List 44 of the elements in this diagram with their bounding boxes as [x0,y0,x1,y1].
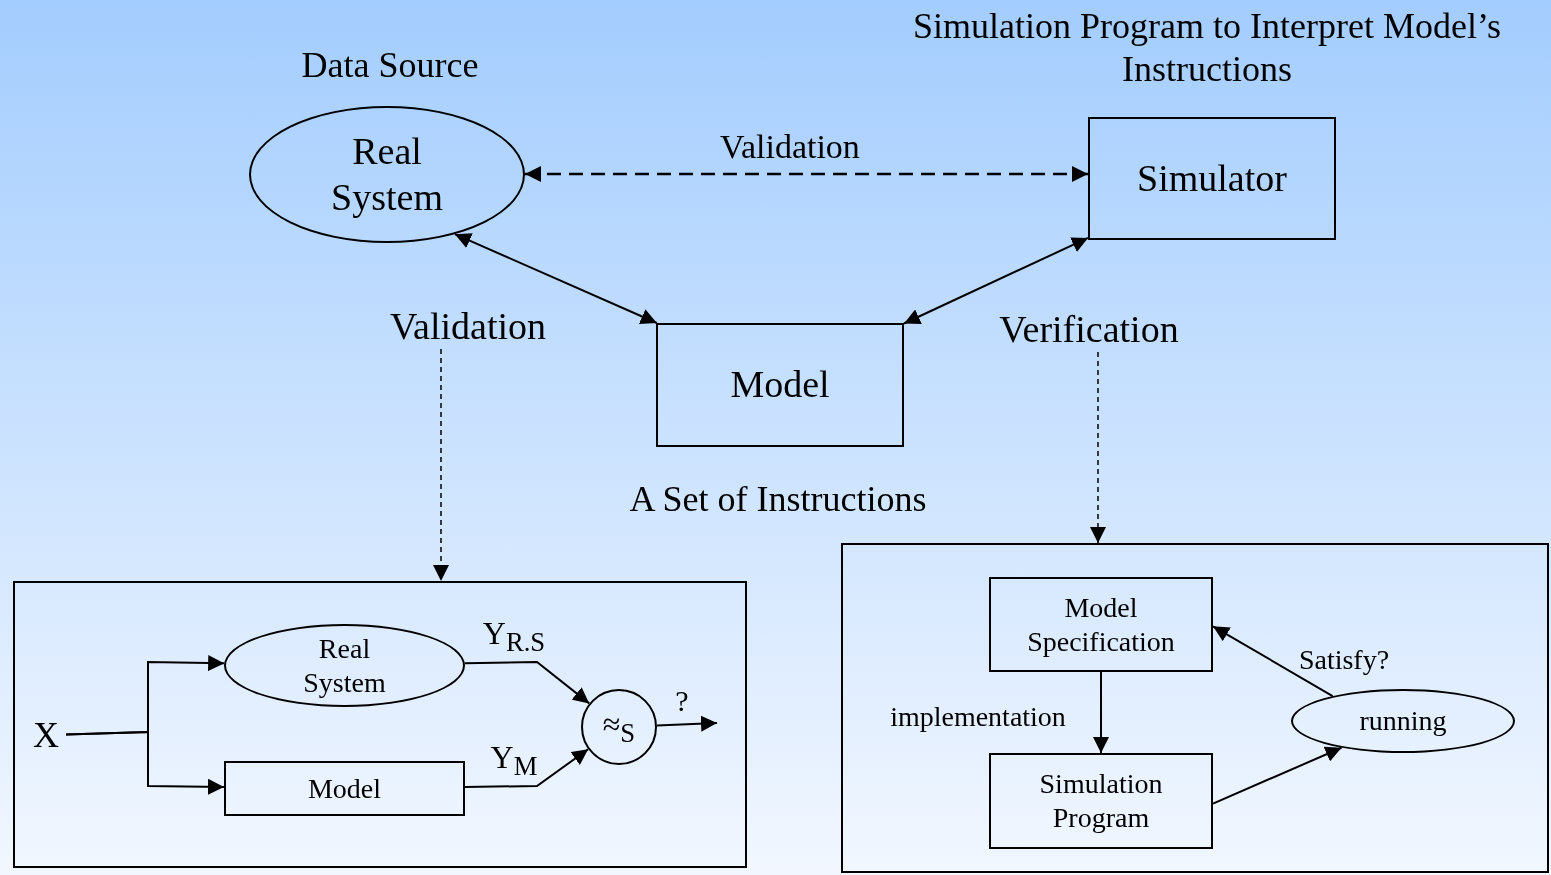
node-label: X [26,714,66,756]
arrow [1212,625,1334,698]
arrow [655,715,718,732]
arrow [903,236,1089,325]
node-text: Model [730,362,830,408]
edge-label: implementation [889,700,1067,734]
arrow [525,166,1088,182]
node-text: Simulator [1137,155,1287,201]
ellipse-node [1291,689,1515,753]
edge-label: Y$_{R.S}$ [481,614,547,659]
arrow [464,748,590,788]
edge-label: ? [674,683,690,719]
process-box [989,577,1213,672]
node-caption: Simulation Program to Interpret Model’s Instructions [912,5,1502,92]
node-text: ≈$_{S}$ [602,704,636,750]
node-text: Model [307,771,382,806]
panel-frame [13,581,747,868]
node-text: Model Specification [1026,590,1176,659]
node-text: Real System [330,128,444,220]
arrow [1212,746,1343,805]
arrow [463,661,591,705]
node-caption: A Set of Instructions [628,478,928,521]
arrow [433,348,449,582]
node-label: Verification [980,306,1198,352]
node-text: Simulation Program [1038,767,1164,835]
panel-frame [841,543,1549,873]
node-caption: Data Source [300,44,480,87]
edge-label: Satisfy? [1297,643,1391,677]
comparator-circle [581,689,657,765]
arrow [1093,671,1109,754]
process-box [656,323,904,447]
arrow [1090,351,1106,544]
process-box [1088,117,1336,240]
node-label: Validation [372,303,564,349]
arrow [453,233,658,324]
arrow [65,730,225,795]
ellipse-node [224,624,465,707]
ellipse-node [249,106,525,243]
process-box [989,753,1213,849]
node-text: running [1359,704,1447,738]
process-box [224,761,465,816]
edge-label: Y$_{M}$ [489,738,539,783]
node-text: Real System [302,631,387,700]
edge-label: Validation [719,127,861,167]
